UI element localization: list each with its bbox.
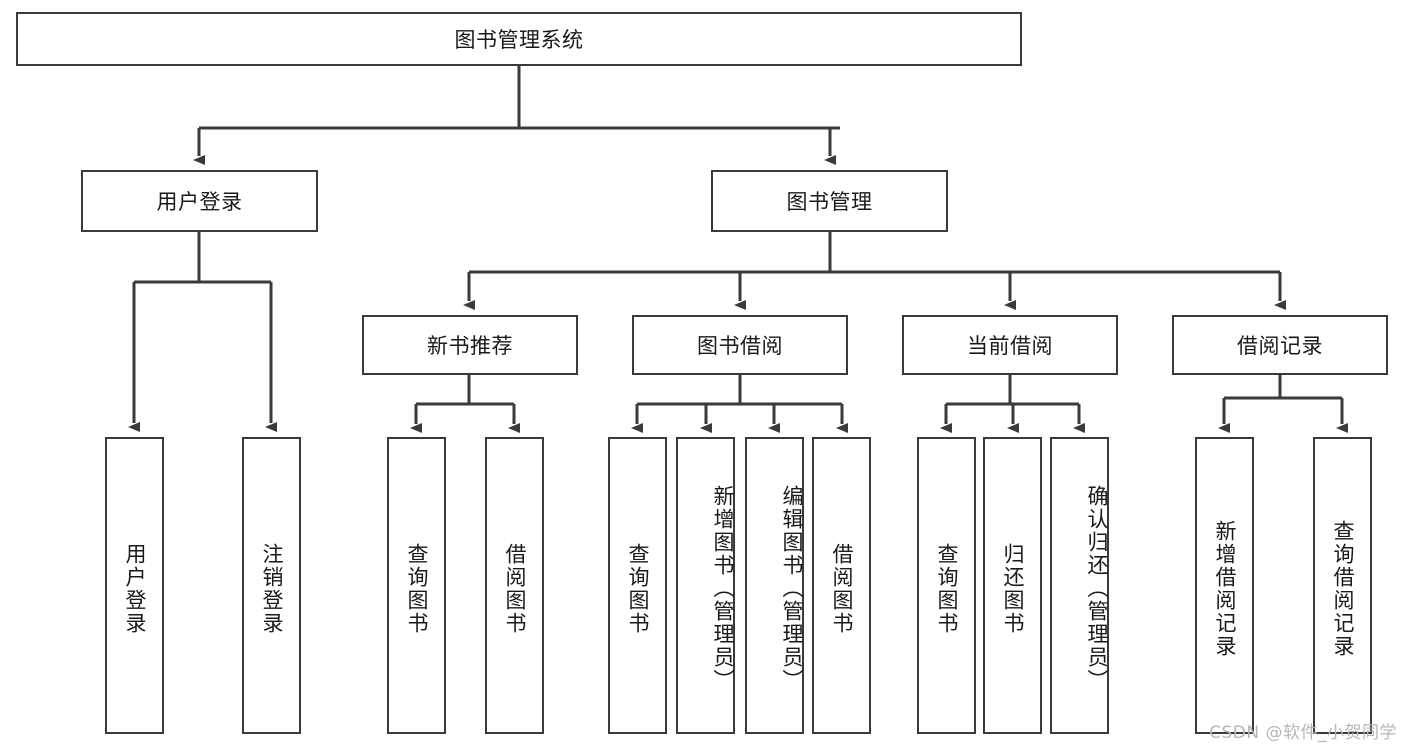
node-current-borrow-label: 当前借阅 bbox=[967, 334, 1053, 358]
node-book-borrow-label: 图书借阅 bbox=[697, 334, 783, 358]
leaf-query-book-2[interactable]: 查询图书 bbox=[608, 437, 667, 734]
leaf-user-login[interactable]: 用户登录 bbox=[105, 437, 164, 734]
leaf-query-book-2-label: 查询图书 bbox=[626, 542, 650, 635]
node-user-login[interactable]: 用户登录 bbox=[81, 170, 318, 232]
node-root[interactable]: 图书管理系统 bbox=[16, 12, 1022, 66]
leaf-borrow-book-1[interactable]: 借阅图书 bbox=[485, 437, 544, 734]
leaf-borrow-book-1-label: 借阅图书 bbox=[503, 542, 527, 635]
leaf-add-borrow-record[interactable]: 新增借阅记录 bbox=[1195, 437, 1254, 734]
leaf-edit-book-label: 编辑图书（管理员） bbox=[780, 485, 804, 692]
node-book-manage-label: 图书管理 bbox=[786, 190, 873, 214]
leaf-user-login-label: 用户登录 bbox=[123, 542, 147, 635]
leaf-query-borrow-record[interactable]: 查询借阅记录 bbox=[1313, 437, 1372, 734]
leaf-add-borrow-record-label: 新增借阅记录 bbox=[1213, 519, 1237, 658]
node-borrow-record-label: 借阅记录 bbox=[1237, 334, 1323, 358]
leaf-borrow-book-2-label: 借阅图书 bbox=[830, 542, 854, 635]
leaf-return-book-label: 归还图书 bbox=[1001, 542, 1025, 635]
leaf-add-book-label: 新增图书（管理员） bbox=[711, 485, 735, 692]
leaf-return-book[interactable]: 归还图书 bbox=[983, 437, 1042, 734]
watermark: CSDN @软件_小贺同学 bbox=[1209, 723, 1397, 743]
leaf-query-book-3[interactable]: 查询图书 bbox=[917, 437, 976, 734]
leaf-confirm-return-label: 确认归还（管理员） bbox=[1085, 485, 1109, 692]
node-borrow-record[interactable]: 借阅记录 bbox=[1172, 315, 1388, 375]
node-book-manage[interactable]: 图书管理 bbox=[711, 170, 948, 232]
node-root-label: 图书管理系统 bbox=[454, 28, 584, 52]
leaf-confirm-return[interactable]: 确认归还（管理员） bbox=[1050, 437, 1109, 734]
leaf-query-book-1[interactable]: 查询图书 bbox=[387, 437, 446, 734]
node-book-borrow[interactable]: 图书借阅 bbox=[632, 315, 848, 375]
leaf-add-book[interactable]: 新增图书（管理员） bbox=[676, 437, 735, 734]
node-new-book-recommend[interactable]: 新书推荐 bbox=[362, 315, 578, 375]
leaf-query-borrow-record-label: 查询借阅记录 bbox=[1331, 519, 1355, 658]
leaf-user-logout-label: 注销登录 bbox=[260, 542, 284, 635]
leaf-query-book-1-label: 查询图书 bbox=[405, 542, 429, 635]
leaf-edit-book[interactable]: 编辑图书（管理员） bbox=[745, 437, 804, 734]
leaf-user-logout[interactable]: 注销登录 bbox=[242, 437, 301, 734]
node-new-book-recommend-label: 新书推荐 bbox=[427, 334, 513, 358]
leaf-borrow-book-2[interactable]: 借阅图书 bbox=[812, 437, 871, 734]
node-user-login-label: 用户登录 bbox=[156, 190, 243, 214]
node-current-borrow[interactable]: 当前借阅 bbox=[902, 315, 1118, 375]
leaf-query-book-3-label: 查询图书 bbox=[935, 542, 959, 635]
